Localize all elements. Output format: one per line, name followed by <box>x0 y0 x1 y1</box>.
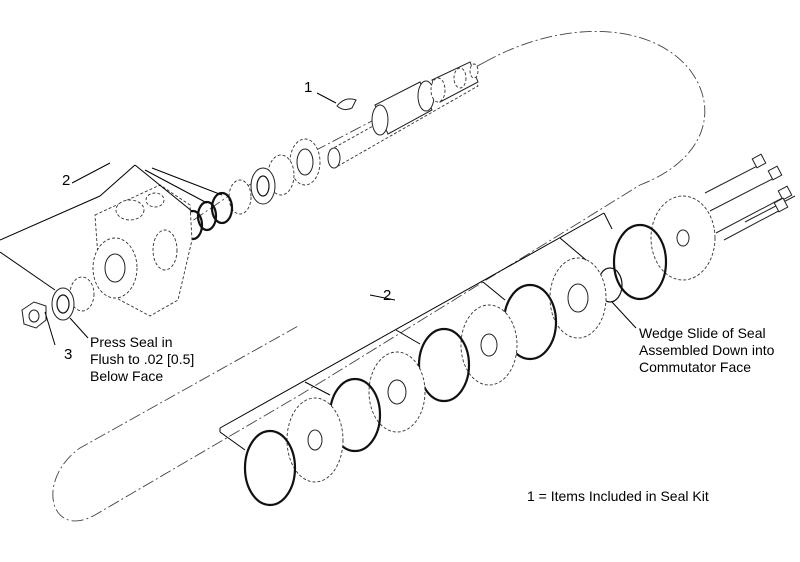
shaft-seal-group <box>51 276 95 321</box>
callout-nut: 3 <box>64 346 73 363</box>
note-press-seal-line-3: Below Face <box>90 368 164 384</box>
leader-lines <box>0 92 637 451</box>
bearing-stack <box>228 138 321 215</box>
assembly-path-loop <box>52 31 706 522</box>
legend-seal-kit: 1 = Items Included in Seal Kit <box>527 488 709 504</box>
callout-seal-group-lower: 2 <box>383 287 392 304</box>
hex-nut <box>21 301 47 329</box>
lower-seal-and-plate-stack <box>243 223 668 507</box>
shaft-key <box>336 98 357 111</box>
note-wedge-slide-line-3: Commutator Face <box>639 359 752 375</box>
note-wedge-slide-line-1: Wedge Slide of Seal <box>639 325 766 341</box>
callout-seal-group-upper: 2 <box>62 172 71 189</box>
note-press-seal-line-2: Flush to .02 [0.5] <box>90 351 195 367</box>
note-wedge-slide-line-2: Assembled Down into <box>639 342 775 358</box>
note-press-seal-line-1: Press Seal in <box>90 334 173 350</box>
cap-screws <box>704 153 796 241</box>
motor-housing <box>92 184 193 317</box>
callout-seal-kit: 1 <box>304 79 313 96</box>
drive-shaft <box>327 61 479 169</box>
